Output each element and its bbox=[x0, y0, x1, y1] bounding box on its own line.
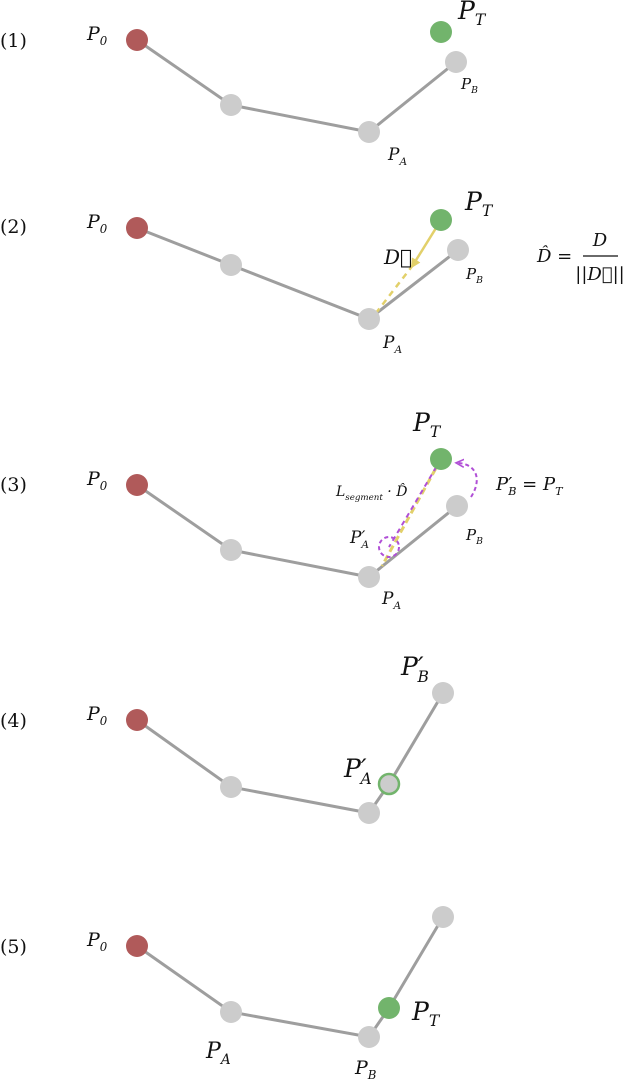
joint-b bbox=[358, 1026, 380, 1048]
joint-a-prime bbox=[377, 772, 401, 796]
joint-end bbox=[432, 906, 454, 928]
label-pa: PA bbox=[381, 589, 401, 612]
formula-denominator: ||D⃗|| bbox=[575, 264, 625, 285]
label-pb: PB bbox=[354, 1057, 377, 1082]
joint-b bbox=[446, 495, 468, 517]
joint-b-prime bbox=[432, 682, 454, 704]
vector-label: D⃗ bbox=[383, 245, 412, 269]
chain-bones bbox=[135, 226, 460, 321]
root-joint bbox=[126, 935, 148, 957]
root-joint bbox=[126, 29, 148, 51]
label-pt: PT bbox=[464, 187, 494, 220]
joint-1 bbox=[220, 94, 242, 116]
joint-a bbox=[220, 1001, 242, 1023]
step-3: (3) P0 PT PA PB P′A Lsegment · D̂ P′B = … bbox=[0, 408, 564, 612]
segment-move-line bbox=[388, 458, 442, 548]
step-5: (5) P0 PT PA PB bbox=[0, 906, 454, 1082]
chain-bones bbox=[135, 38, 458, 134]
joint-a bbox=[358, 566, 380, 588]
target-point bbox=[430, 209, 452, 231]
target-point bbox=[430, 448, 452, 470]
joint-a bbox=[358, 121, 380, 143]
joint-1 bbox=[220, 254, 242, 276]
label-pt: PT bbox=[457, 0, 487, 29]
chain-bones bbox=[135, 718, 371, 815]
pa-prime-ghost bbox=[378, 536, 400, 558]
joint-1 bbox=[220, 776, 242, 798]
joint-1 bbox=[220, 539, 242, 561]
label-pa: PA bbox=[205, 1039, 231, 1068]
label-pa-prime: P′A bbox=[349, 528, 369, 551]
label-pb: PB bbox=[460, 75, 478, 96]
step-1-label: (1) bbox=[0, 30, 27, 52]
moved-segment bbox=[387, 691, 445, 786]
step-5-label: (5) bbox=[0, 936, 27, 958]
label-p0: P0 bbox=[86, 703, 108, 728]
label-pa-prime: P′A bbox=[343, 754, 372, 788]
label-pb: PB bbox=[465, 265, 483, 286]
label-p0: P0 bbox=[86, 929, 108, 954]
step-4: (4) P0 P′B P′A bbox=[0, 652, 454, 824]
step-4-label: (4) bbox=[0, 710, 27, 732]
label-p0: P0 bbox=[86, 468, 108, 493]
label-pa: PA bbox=[387, 145, 407, 168]
normalize-formula: D̂ = D ||D⃗|| bbox=[536, 230, 625, 285]
label-p0: P0 bbox=[86, 211, 108, 236]
step-3-label: (3) bbox=[0, 474, 27, 496]
label-pb-prime: P′B bbox=[400, 652, 429, 686]
target-point bbox=[430, 21, 452, 43]
label-pt: PT bbox=[411, 997, 441, 1030]
root-joint bbox=[126, 709, 148, 731]
segment-label: Lsegment · D̂ bbox=[335, 482, 407, 503]
joint-b bbox=[447, 239, 469, 261]
pb-prime-equation: P′B = PT bbox=[495, 474, 564, 498]
label-p0: P0 bbox=[86, 23, 108, 48]
joint-b bbox=[445, 51, 467, 73]
step-1: (1) P0 PT PA PB bbox=[0, 0, 487, 168]
joint-a bbox=[358, 308, 380, 330]
label-pa: PA bbox=[382, 333, 402, 356]
step-2-label: (2) bbox=[0, 216, 27, 238]
formula-lhs: D̂ = bbox=[536, 245, 572, 267]
chain-bones bbox=[135, 915, 445, 1039]
label-pt: PT bbox=[412, 408, 442, 441]
move-b-arrow bbox=[458, 463, 478, 498]
target-point bbox=[378, 997, 400, 1019]
formula-numerator: D bbox=[592, 230, 608, 251]
chain-bones bbox=[135, 483, 459, 579]
root-joint bbox=[126, 474, 148, 496]
step-2: (2) P0 PT PA PB D⃗ D̂ = D ||D⃗|| bbox=[0, 187, 625, 356]
joint-a bbox=[358, 802, 380, 824]
direction-dashed bbox=[380, 458, 443, 567]
label-pb: PB bbox=[465, 526, 483, 547]
root-joint bbox=[126, 217, 148, 239]
